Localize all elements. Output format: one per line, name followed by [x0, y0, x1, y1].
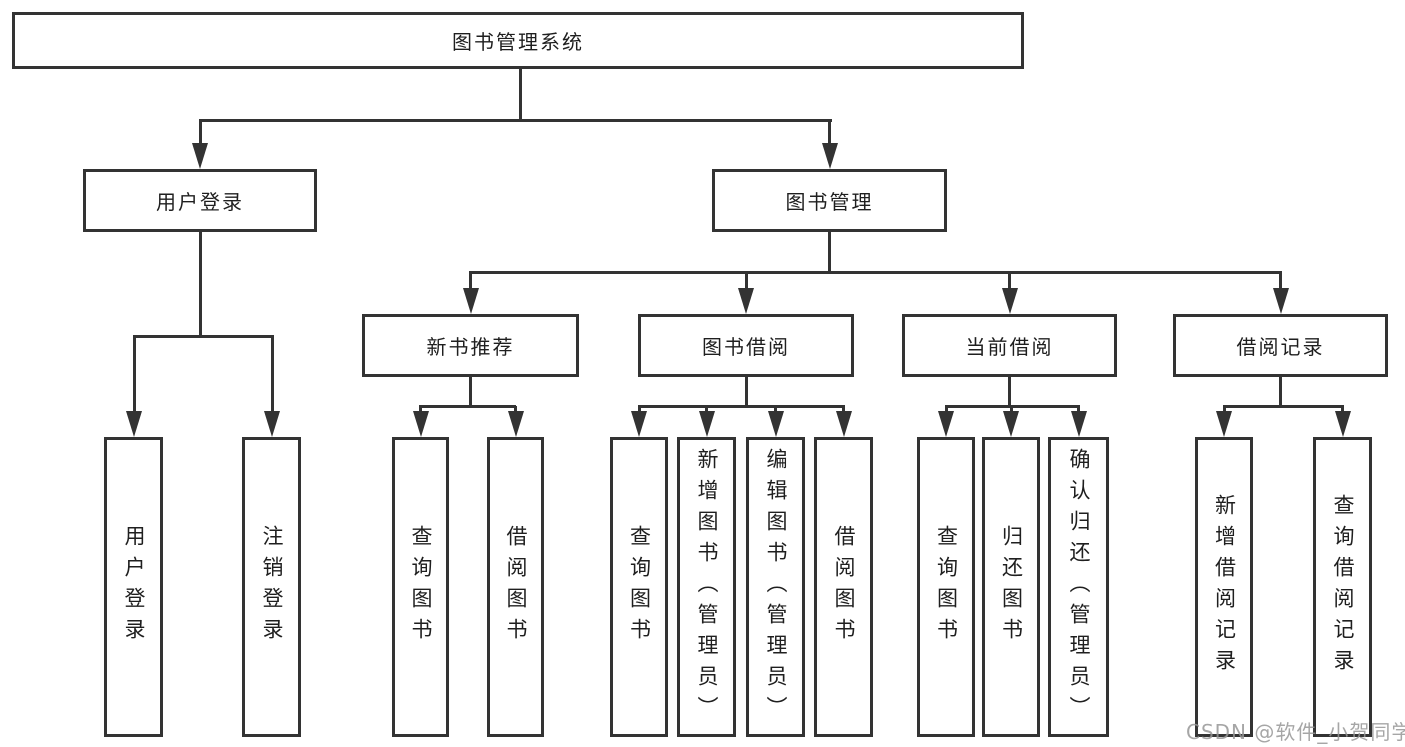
leaf-add-book-admin: 新增图书（管理员） — [677, 437, 736, 737]
node-label: 新增借阅记录 — [1212, 494, 1237, 680]
leaf-add-borrow-record: 新增借阅记录 — [1195, 437, 1253, 737]
leaf-query-books-recommend: 查询图书 — [392, 437, 449, 737]
connector-stem — [1008, 272, 1011, 288]
arrow-down-icon — [192, 143, 208, 169]
node-label: 借阅图书 — [504, 525, 528, 649]
node-label: 注销登录 — [260, 525, 284, 649]
node-label: 当前借阅 — [965, 335, 1054, 359]
connector-stem — [828, 232, 831, 272]
leaf-confirm-return-admin: 确认归还（管理员） — [1048, 437, 1109, 737]
node-library-system: 图书管理系统 — [12, 12, 1024, 69]
node-label: 新书推荐 — [426, 335, 515, 359]
node-user-login: 用户登录 — [83, 169, 317, 232]
connector-root-stem — [518, 69, 522, 120]
leaf-borrow-books: 借阅图书 — [814, 437, 873, 737]
node-label: 图书借阅 — [702, 335, 790, 359]
node-borrow-records: 借阅记录 — [1173, 314, 1388, 377]
connector-stem — [944, 406, 948, 411]
connector-stem — [1341, 406, 1344, 411]
arrow-down-icon — [462, 288, 479, 314]
leaf-query-borrow-record: 查询借阅记录 — [1313, 437, 1372, 737]
connector-hline — [419, 404, 516, 408]
arrow-down-icon — [738, 288, 754, 314]
arrow-down-icon — [1070, 411, 1087, 437]
leaf-query-books-borrow: 查询图书 — [610, 437, 668, 737]
node-label: 用户登录 — [156, 190, 244, 214]
connector-stem — [198, 232, 202, 336]
connector-hline — [1222, 404, 1344, 408]
csdn-watermark: CSDN @软件_小贺同学 — [1186, 720, 1405, 744]
node-label: 图书管理系统 — [452, 30, 584, 54]
arrow-down-icon — [767, 411, 784, 437]
connector-stem — [419, 406, 422, 411]
connector-stem — [1008, 377, 1011, 406]
leaf-user-login: 用户登录 — [104, 437, 163, 737]
connector-stem — [132, 336, 136, 411]
leaf-query-books-current: 查询图书 — [917, 437, 975, 737]
connector-hline — [637, 404, 845, 408]
connector-stem — [1279, 272, 1282, 288]
node-label: 查询图书 — [409, 525, 433, 649]
arrow-down-icon — [938, 411, 954, 437]
arrow-down-icon — [507, 411, 524, 437]
arrow-down-icon — [1272, 288, 1289, 314]
node-label: 查询借阅记录 — [1331, 494, 1355, 680]
connector-stem — [705, 406, 708, 411]
connector-stem — [774, 406, 777, 411]
connector-stem — [469, 272, 472, 288]
node-label: 借阅图书 — [832, 525, 856, 649]
connector-stem — [198, 120, 202, 143]
connector-root-hline — [198, 118, 832, 122]
node-label: 查询图书 — [627, 525, 652, 649]
arrow-down-icon — [835, 411, 852, 437]
node-book-borrowing: 图书借阅 — [638, 314, 854, 377]
connector-hline — [132, 334, 274, 338]
node-new-book-recommend: 新书推荐 — [362, 314, 579, 377]
node-book-management: 图书管理 — [712, 169, 947, 232]
connector-stem — [469, 377, 472, 406]
connector-stem — [1279, 377, 1282, 406]
arrow-down-icon — [126, 411, 142, 437]
arrow-down-icon — [1001, 288, 1018, 314]
node-label: 用户登录 — [122, 525, 146, 649]
node-label: 归还图书 — [999, 525, 1024, 649]
arrow-down-icon — [821, 143, 838, 169]
leaf-borrow-books-recommend: 借阅图书 — [487, 437, 544, 737]
connector-stem — [1222, 406, 1226, 411]
connector-stem — [842, 406, 845, 411]
node-label: 借阅记录 — [1236, 335, 1325, 359]
node-label: 编辑图书（管理员） — [764, 447, 788, 727]
node-current-borrowing: 当前借阅 — [902, 314, 1117, 377]
connector-stem — [514, 406, 517, 411]
connector-stem — [637, 406, 641, 411]
connector-stem — [1009, 406, 1013, 411]
arrow-down-icon — [698, 411, 715, 437]
arrow-down-icon — [1334, 411, 1351, 437]
connector-hline — [469, 270, 1282, 274]
node-label: 图书管理 — [785, 190, 874, 214]
arrow-down-icon — [1003, 411, 1019, 437]
arrow-down-icon — [631, 411, 647, 437]
node-label: 查询图书 — [934, 525, 959, 649]
connector-stem — [744, 272, 748, 288]
connector-stem — [270, 336, 274, 411]
arrow-down-icon — [1216, 411, 1232, 437]
connector-stem — [744, 377, 748, 406]
arrow-down-icon — [264, 411, 280, 437]
leaf-edit-book-admin: 编辑图书（管理员） — [746, 437, 805, 737]
node-label: 新增图书（管理员） — [695, 447, 719, 727]
connector-stem — [1077, 406, 1080, 411]
leaf-logout: 注销登录 — [242, 437, 301, 737]
arrow-down-icon — [412, 411, 429, 437]
node-label: 确认归还（管理员） — [1067, 447, 1091, 727]
leaf-return-books: 归还图书 — [982, 437, 1040, 737]
connector-stem — [828, 120, 831, 143]
